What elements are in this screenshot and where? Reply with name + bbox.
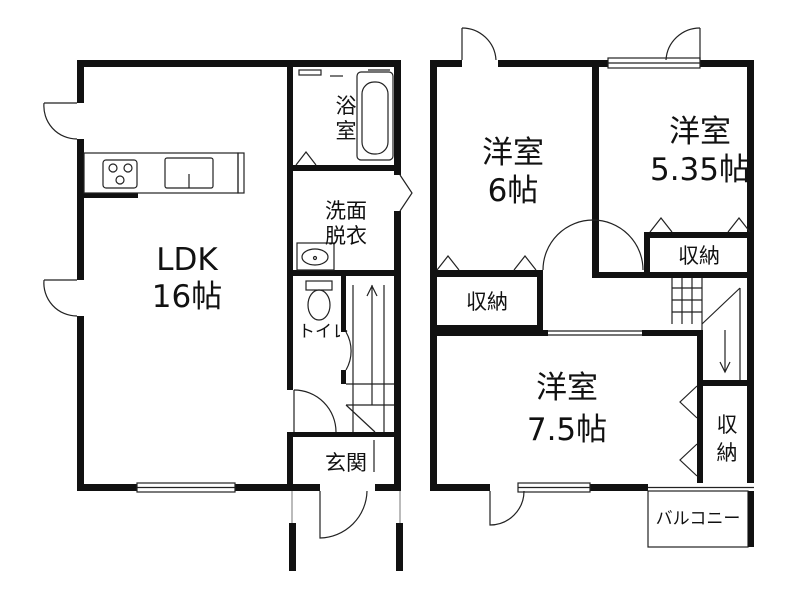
toilet-fixture <box>305 280 333 321</box>
door <box>665 27 701 61</box>
toilet-label: トイレ <box>298 322 349 342</box>
wall <box>430 60 753 67</box>
wall <box>430 325 543 332</box>
wall <box>592 272 754 278</box>
wall <box>341 276 346 384</box>
ldk-size: 16帖 <box>152 279 222 315</box>
storage-b-label: 収納 <box>678 244 720 268</box>
wall <box>430 270 543 277</box>
staircase <box>671 278 741 380</box>
door <box>43 102 78 140</box>
closet-door <box>679 385 698 477</box>
bath-label-2: 室 <box>336 119 357 143</box>
closet-door <box>649 217 751 233</box>
door <box>399 174 413 212</box>
wall <box>77 60 84 490</box>
door <box>43 279 78 317</box>
room-a-name: 洋室 <box>482 135 544 171</box>
closet-door <box>436 255 537 271</box>
storage-c-label-2: 納 <box>717 441 738 465</box>
wall <box>430 484 753 491</box>
shower-faucet <box>298 69 343 77</box>
porch-wall <box>396 523 403 571</box>
double-door <box>542 219 644 271</box>
balcony-label: バルコニー <box>656 509 741 529</box>
wall <box>77 484 400 491</box>
storage-hall-label: 収納 <box>466 290 508 314</box>
room-b-name: 洋室 <box>669 114 731 150</box>
room-a-size: 6帖 <box>488 173 539 209</box>
door <box>489 490 525 526</box>
wall <box>697 380 754 386</box>
wall <box>592 60 599 278</box>
washroom-label-1: 洗面 <box>325 199 367 223</box>
wall <box>644 232 650 278</box>
wall <box>287 432 400 437</box>
wash-basin <box>296 242 335 271</box>
room-c-name: 洋室 <box>536 370 598 406</box>
room-c-size: 7.5帖 <box>527 412 607 448</box>
wall <box>697 386 703 484</box>
ldk-name: LDK <box>156 242 218 278</box>
wall <box>77 60 400 67</box>
porch-wall <box>289 523 296 571</box>
door <box>295 151 317 166</box>
room-b-size: 5.35帖 <box>650 152 750 188</box>
entrance-door <box>319 490 368 539</box>
wall <box>748 491 754 547</box>
door <box>345 331 352 371</box>
wall <box>644 232 754 238</box>
staircase <box>345 284 394 433</box>
balcony <box>647 490 749 548</box>
washroom-label-2: 脱衣 <box>325 224 367 248</box>
wall <box>287 270 400 276</box>
kitchen-counter <box>83 152 245 198</box>
door <box>293 389 337 433</box>
storage-c-label-1: 収 <box>717 413 738 437</box>
bath-label-1: 浴 <box>336 94 357 118</box>
wall <box>537 270 543 332</box>
entrance-label: 玄関 <box>325 451 367 475</box>
door <box>461 27 497 61</box>
first-floor: LDK 16帖 浴 室 洗面 脱衣 トイレ <box>43 60 413 571</box>
second-floor: 洋室 6帖 洋室 5.35帖 洋室 7.5帖 収納 収納 収 納 バルコニー <box>430 27 754 548</box>
bathtub <box>356 69 394 161</box>
wall <box>697 330 703 382</box>
wall <box>287 165 400 171</box>
